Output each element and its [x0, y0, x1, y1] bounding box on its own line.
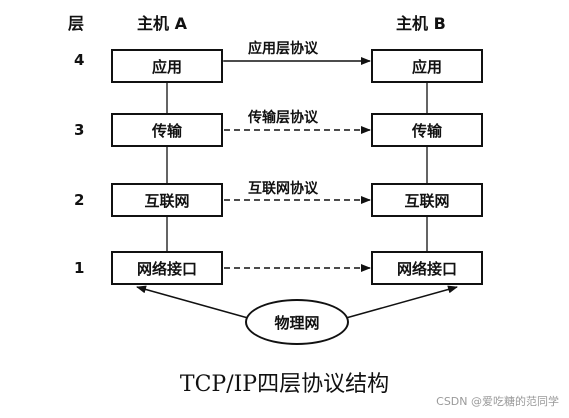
application-protocol-label: 应用层协议 [248, 41, 318, 57]
internet-protocol-label: 互联网协议 [248, 181, 318, 197]
host-a-network-interface-box: 网络接口 [111, 251, 223, 285]
physical-to-host-b-arrow [345, 285, 458, 319]
host-b-application-box: 应用 [371, 49, 483, 83]
transport-protocol-label: 传输层协议 [248, 110, 318, 126]
host-a-internet-box: 互联网 [111, 183, 223, 217]
physical-network-ellipse: 物理网 [245, 299, 349, 345]
host-b-internet-box: 互联网 [371, 183, 483, 217]
layer-number-2: 2 [74, 191, 85, 209]
layer-number-4: 4 [74, 51, 85, 69]
host-a-header: 主机 A [137, 14, 187, 33]
layer-column-header: 层 [68, 14, 85, 33]
host-a-transport-box: 传输 [111, 113, 223, 147]
physical-to-host-a-arrow [136, 285, 249, 319]
layer-number-1: 1 [74, 259, 85, 277]
host-b-network-interface-box: 网络接口 [371, 251, 483, 285]
watermark: CSDN @爱吃糖的范同学 [436, 395, 559, 408]
diagram-caption: TCP/IP四层协议结构 [179, 372, 390, 397]
layer-number-3: 3 [74, 121, 85, 139]
host-b-transport-box: 传输 [371, 113, 483, 147]
host-a-application-box: 应用 [111, 49, 223, 83]
host-b-header: 主机 B [396, 14, 446, 33]
